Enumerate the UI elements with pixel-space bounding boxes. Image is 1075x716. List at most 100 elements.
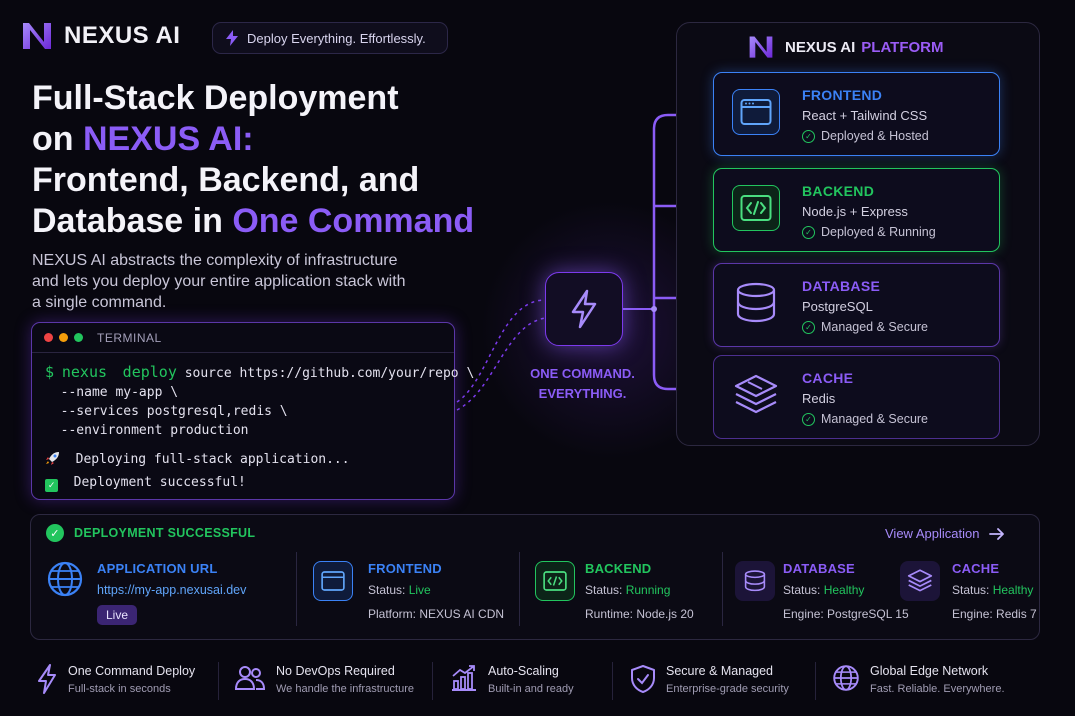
bolt-icon: [226, 30, 238, 46]
backend-status: Running: [625, 583, 671, 597]
one-command-node: [545, 272, 623, 346]
feature-title: One Command Deploy: [68, 664, 196, 678]
bolt-icon: [38, 664, 56, 694]
check-circle-icon: ✓: [802, 412, 815, 426]
headline-line-4-prefix: Database in: [32, 202, 233, 240]
page-title: Full-Stack Deployment on NEXUS AI: Front…: [32, 78, 502, 242]
service-card-cache[interactable]: CACHE Redis ✓Managed & Secure: [713, 355, 1000, 439]
platform-header: NEXUS AI PLATFORM: [747, 34, 944, 60]
browser-icon: [732, 89, 780, 135]
divider: [722, 552, 723, 626]
feature-title: Global Edge Network: [870, 664, 989, 678]
bolt-icon: [571, 289, 597, 329]
cmd-args: source https://github.com/your/repo \: [184, 366, 475, 381]
service-tech: PostgreSQL: [802, 299, 873, 314]
frontend-status: Live: [408, 583, 431, 597]
service-tech: React + Tailwind CSS: [802, 108, 928, 123]
service-name: FRONTEND: [802, 87, 883, 103]
divider: [218, 662, 219, 700]
service-name: BACKEND: [802, 183, 875, 199]
status-label: Status:: [952, 583, 993, 597]
database-title: DATABASE: [783, 561, 855, 576]
tagline-text: Deploy Everything. Effortlessly.: [247, 30, 426, 46]
globe-icon: [46, 560, 84, 603]
cmd-line-3: --services postgresql,redis \: [45, 404, 288, 419]
globe-icon: [833, 665, 859, 691]
headline-line-2-accent: NEXUS AI:: [82, 120, 254, 158]
service-name: DATABASE: [802, 278, 881, 294]
feature-subtitle: Full-stack in seconds: [68, 683, 171, 695]
terminal-prompt: $: [45, 363, 55, 381]
code-icon: [732, 185, 780, 231]
minimize-dot-icon[interactable]: [59, 333, 68, 342]
backend-title: BACKEND: [585, 561, 652, 576]
database-icon: [735, 561, 775, 601]
one-command-line-2: EVERYTHING.: [538, 386, 627, 401]
check-circle-icon: ✓: [802, 320, 815, 334]
nexus-logo-icon: [23, 23, 51, 49]
intro-paragraph: NEXUS AI abstracts the complexity of inf…: [32, 252, 406, 311]
database-detail: Engine: PostgreSQL 15: [783, 607, 909, 621]
deployment-status-text: DEPLOYMENT SUCCESSFUL: [74, 526, 256, 540]
frontend-title: FRONTEND: [368, 561, 442, 576]
feature-subtitle: Enterprise-grade security: [666, 683, 789, 695]
chart-icon: [452, 665, 476, 691]
check-circle-icon: ✓: [802, 129, 815, 143]
application-url-title: APPLICATION URL: [97, 561, 218, 576]
status-label: Status:: [585, 583, 626, 597]
platform-title: NEXUS AI: [785, 38, 856, 56]
cmd-deploy: deploy: [122, 363, 177, 381]
tagline-pill: Deploy Everything. Effortlessly.: [212, 22, 448, 54]
one-command-label: ONE COMMAND. EVERYTHING.: [515, 364, 650, 404]
divider: [612, 662, 613, 700]
cache-status: Healthy: [992, 583, 1034, 597]
feature-title: Auto-Scaling: [488, 664, 559, 678]
shield-icon: [631, 665, 655, 693]
status-deploying: Deploying full-stack application...: [75, 452, 350, 467]
terminal-title: TERMINAL: [97, 330, 162, 345]
view-application-link[interactable]: View Application: [885, 526, 1005, 541]
deployment-status-header: ✓ DEPLOYMENT SUCCESSFUL: [46, 524, 255, 542]
service-card-database[interactable]: DATABASE PostgreSQL ✓Managed & Secure: [713, 263, 1000, 347]
view-application-label: View Application: [885, 526, 980, 541]
backend-status-section: BACKEND Status: Running Runtime: Node.js…: [585, 561, 694, 621]
terminal-output[interactable]: $ nexus deploy source https://github.com…: [32, 353, 474, 502]
service-card-backend[interactable]: BACKEND Node.js + Express ✓Deployed & Ru…: [713, 168, 1000, 252]
maximize-dot-icon[interactable]: [74, 333, 83, 342]
feature-subtitle: Built-in and ready: [488, 683, 574, 695]
service-card-frontend[interactable]: FRONTEND React + Tailwind CSS ✓Deployed …: [713, 72, 1000, 156]
database-status: Healthy: [823, 583, 865, 597]
terminal-window[interactable]: TERMINAL $ nexus deploy source https://g…: [31, 322, 474, 502]
close-dot-icon[interactable]: [44, 333, 53, 342]
layers-icon: [732, 372, 780, 418]
terminal-titlebar: TERMINAL: [32, 323, 454, 353]
check-circle-icon: ✓: [802, 225, 815, 239]
browser-icon: [313, 561, 353, 601]
cmd-line-2: --name my-app \: [45, 385, 179, 400]
status-success: Deployment successful!: [73, 475, 246, 490]
feature-subtitle: Fast. Reliable. Everywhere.: [870, 683, 1005, 695]
feature-title: Secure & Managed: [666, 664, 774, 678]
status-label: Status:: [368, 583, 409, 597]
brand-logo[interactable]: NEXUS AI: [20, 20, 180, 52]
headline-line-1: Full-Stack Deployment: [32, 79, 399, 117]
divider: [815, 662, 816, 700]
application-url-link[interactable]: https://my-app.nexusai.dev: [97, 583, 247, 597]
divider: [519, 552, 520, 626]
service-name: CACHE: [802, 370, 854, 386]
divider: [296, 552, 297, 626]
backend-detail: Runtime: Node.js 20: [585, 607, 694, 621]
one-command-line-1: ONE COMMAND.: [530, 366, 635, 381]
status-label: Status:: [783, 583, 824, 597]
check-circle-icon: ✓: [46, 524, 64, 542]
rocket-icon: [46, 452, 59, 465]
brand-name: NEXUS AI: [64, 22, 181, 49]
check-square-icon: ✓: [45, 479, 58, 492]
headline-line-2-prefix: on: [32, 120, 83, 158]
headline-line-4-accent: One Command: [232, 202, 475, 240]
